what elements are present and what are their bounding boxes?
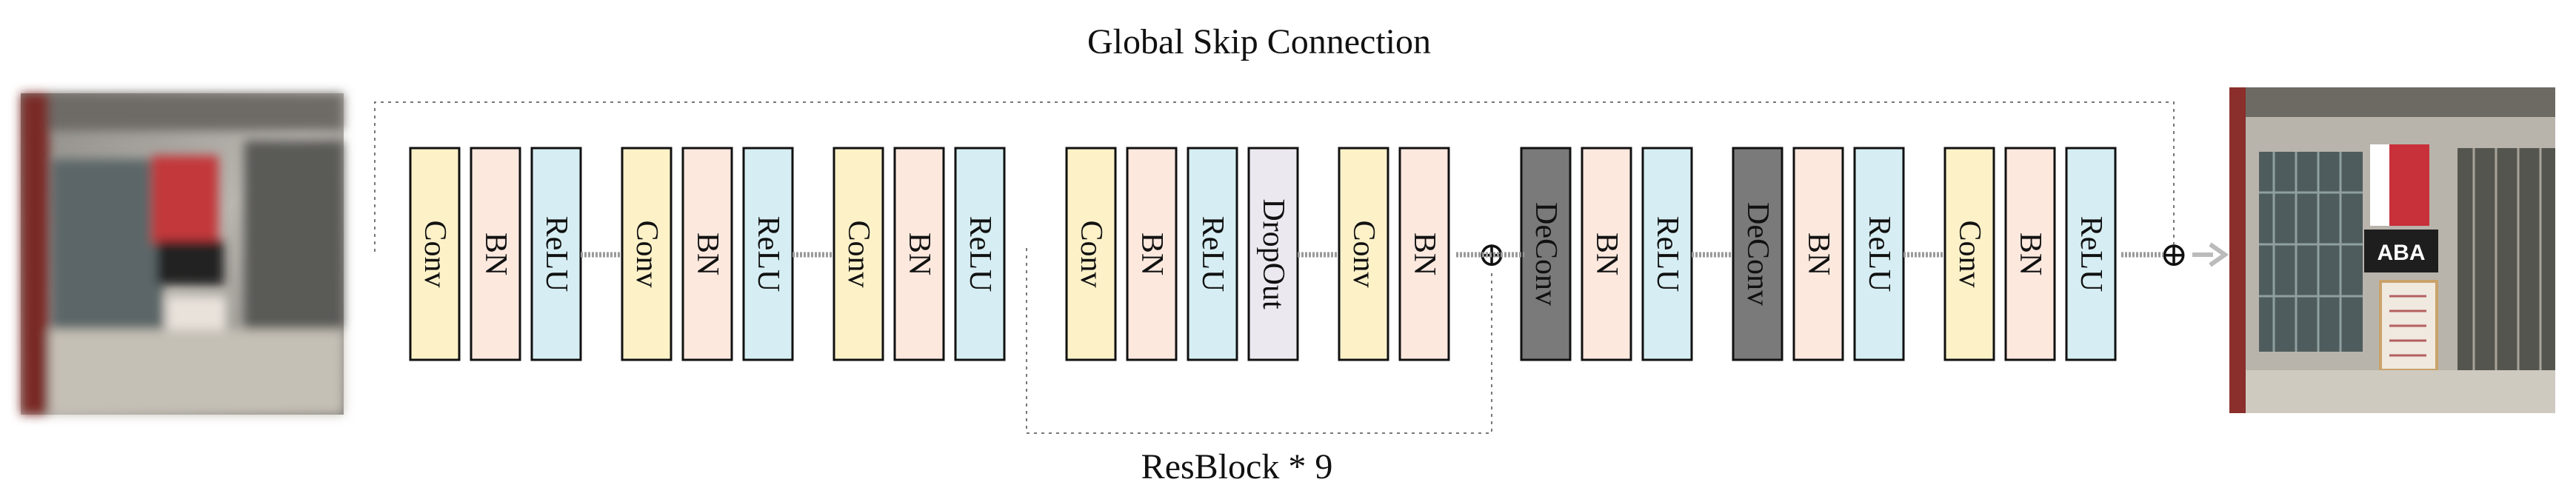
- conv-block: [832, 147, 884, 361]
- relu-label: ReLU: [1862, 216, 1896, 292]
- input-image: [21, 93, 344, 415]
- relu-label: ReLU: [539, 216, 573, 292]
- conv-label: Conv: [630, 220, 664, 287]
- bn-block: [1792, 147, 1844, 361]
- bn-block: [1581, 147, 1632, 361]
- group-res2: Conv BN: [1338, 147, 1450, 361]
- bn-block: [893, 147, 945, 361]
- conv-label: Conv: [841, 220, 875, 287]
- bn-block: [2004, 147, 2056, 361]
- relu-block: [530, 147, 582, 361]
- conv-block: [1338, 147, 1389, 361]
- relu-label: ReLU: [1650, 216, 1684, 292]
- conv-label: Conv: [1347, 220, 1381, 287]
- relu-label: ReLU: [2074, 216, 2108, 292]
- conv-label: Conv: [418, 220, 452, 287]
- resblock-bracket: [1026, 248, 1492, 434]
- bn-label: BN: [1589, 232, 1624, 275]
- dropout-label: DropOut: [1256, 198, 1290, 309]
- group-2: Conv BN ReLU: [621, 147, 794, 361]
- bn-block: [1398, 147, 1450, 361]
- conv-block: [409, 147, 461, 361]
- relu-block: [954, 147, 1006, 361]
- layers: Conv BN ReLU Conv BN ReLU Conv BN ReLU Conv BN ReLU…: [409, 147, 2117, 361]
- bn-label: BN: [902, 232, 936, 275]
- bn-block: [1126, 147, 1178, 361]
- conv-block: [1065, 147, 1117, 361]
- global-skip-connection: [374, 101, 2175, 252]
- relu-block: [2065, 147, 2117, 361]
- bn-block: [681, 147, 733, 361]
- conv-block: [621, 147, 673, 361]
- group-final: Conv BN ReLU: [1943, 147, 2117, 361]
- conv-block: [1943, 147, 1995, 361]
- output-sign-text: ABA: [2378, 241, 2426, 265]
- group-res: Conv BN ReLU DropOut: [1065, 147, 1299, 361]
- output-arrow: [2192, 242, 2229, 267]
- bn-label: BN: [1407, 232, 1441, 275]
- relu-block: [742, 147, 794, 361]
- bn-block: [470, 147, 521, 361]
- conv-label: Conv: [1952, 220, 1986, 287]
- conv-label: Conv: [1074, 220, 1108, 287]
- relu-label: ReLU: [963, 216, 997, 292]
- bn-label: BN: [2013, 232, 2047, 275]
- relu-block: [1187, 147, 1238, 361]
- relu-label: ReLU: [751, 216, 785, 292]
- deconv-block: [1520, 147, 1572, 361]
- group-1: Conv BN ReLU: [409, 147, 582, 361]
- resblock-label: ResBlock * 9: [1141, 447, 1333, 486]
- group-3: Conv BN ReLU: [832, 147, 1006, 361]
- group-deconv2: DeConv BN ReLU: [1732, 147, 1905, 361]
- deconv-label: DeConv: [1741, 202, 1775, 306]
- deconv-block: [1732, 147, 1783, 361]
- group-deconv1: DeConv BN ReLU: [1520, 147, 1693, 361]
- global-skip-label: Global Skip Connection: [1087, 22, 1431, 61]
- dropout-block: [1247, 147, 1299, 361]
- relu-label: ReLU: [1195, 216, 1229, 292]
- global-add-symbol: ⊕: [2160, 235, 2189, 273]
- deconv-label: DeConv: [1529, 202, 1563, 306]
- bn-label: BN: [690, 232, 724, 275]
- output-image: ABA: [2229, 87, 2555, 413]
- bn-label: BN: [478, 232, 513, 275]
- bn-label: BN: [1801, 232, 1835, 275]
- bn-label: BN: [1135, 232, 1169, 275]
- relu-block: [1641, 147, 1693, 361]
